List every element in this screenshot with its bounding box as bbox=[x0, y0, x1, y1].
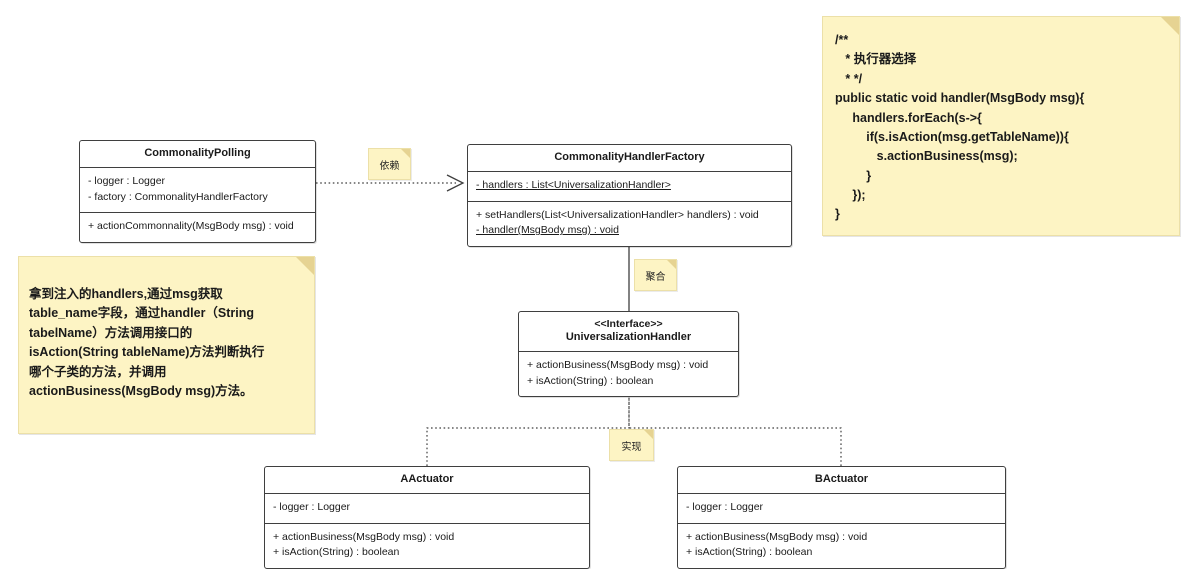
interface-name: UniversalizationHandler bbox=[565, 331, 692, 344]
class-title-commonality-polling: CommonalityPolling bbox=[80, 141, 315, 168]
interface-operations-universalization-handler: + actionBusiness(MsgBody msg) : void + i… bbox=[519, 352, 738, 397]
note-code-snippet[interactable]: /** * 执行器选择 * */ public static void hand… bbox=[822, 16, 1180, 236]
operation-static: - handler(MsgBody msg) : void bbox=[476, 224, 619, 237]
class-box-b-actuator[interactable]: BActuator - logger : Logger + actionBusi… bbox=[677, 466, 1006, 569]
note-chinese-text: 拿到注入的handlers,通过msg获取 table_name字段，通过han… bbox=[29, 287, 265, 398]
attribute-static: - handlers : List<UniversalizationHandle… bbox=[476, 178, 671, 191]
class-box-a-actuator[interactable]: AActuator - logger : Logger + actionBusi… bbox=[264, 466, 590, 569]
note-fold-icon bbox=[667, 260, 676, 269]
operation: + isAction(String) : boolean bbox=[273, 546, 400, 559]
class-attributes-commonality-handler-factory: - handlers : List<UniversalizationHandle… bbox=[468, 172, 791, 201]
note-fold-icon bbox=[296, 257, 314, 275]
class-operations-a-actuator: + actionBusiness(MsgBody msg) : void + i… bbox=[265, 522, 589, 569]
realization-connector-b bbox=[628, 392, 842, 466]
operation: + actionBusiness(MsgBody msg) : void bbox=[686, 530, 868, 543]
edge-label-realization-text: 实现 bbox=[621, 441, 642, 453]
operation: + actionBusiness(MsgBody msg) : void bbox=[273, 530, 455, 543]
operation: + isAction(String) : boolean bbox=[527, 374, 654, 387]
note-fold-icon bbox=[401, 149, 410, 158]
operation: + isAction(String) : boolean bbox=[686, 546, 813, 559]
class-attributes-b-actuator: - logger : Logger bbox=[678, 494, 1005, 523]
attribute: - factory : CommonalityHandlerFactory bbox=[88, 190, 268, 203]
note-chinese-explanation[interactable]: 拿到注入的handlers,通过msg获取 table_name字段，通过han… bbox=[18, 256, 315, 434]
edge-label-aggregation-text: 聚合 bbox=[645, 271, 666, 283]
interface-title-universalization-handler: <<Interface>> UniversalizationHandler bbox=[519, 312, 738, 352]
attribute: - logger : Logger bbox=[88, 174, 166, 187]
stereotype-label: <<Interface>> bbox=[594, 318, 663, 330]
class-box-commonality-polling[interactable]: CommonalityPolling - logger : Logger - f… bbox=[79, 140, 316, 243]
note-code-text: /** * 执行器选择 * */ public static void hand… bbox=[835, 33, 1085, 222]
operation: + actionCommonnality(MsgBody msg) : void bbox=[88, 220, 294, 233]
class-operations-commonality-polling: + actionCommonnality(MsgBody msg) : void bbox=[80, 212, 315, 242]
class-title-b-actuator: BActuator bbox=[678, 467, 1005, 494]
edge-label-dependency[interactable]: 依赖 bbox=[368, 148, 411, 180]
class-operations-b-actuator: + actionBusiness(MsgBody msg) : void + i… bbox=[678, 522, 1005, 569]
note-fold-icon bbox=[1161, 17, 1179, 35]
class-box-commonality-handler-factory[interactable]: CommonalityHandlerFactory - handlers : L… bbox=[467, 144, 792, 247]
edge-label-aggregation[interactable]: 聚合 bbox=[634, 259, 677, 291]
class-box-universalization-handler[interactable]: <<Interface>> UniversalizationHandler + … bbox=[518, 311, 739, 398]
attribute: - logger : Logger bbox=[273, 500, 351, 513]
class-attributes-a-actuator: - logger : Logger bbox=[265, 494, 589, 523]
class-attributes-commonality-polling: - logger : Logger - factory : Commonalit… bbox=[80, 168, 315, 213]
class-title-a-actuator: AActuator bbox=[265, 467, 589, 494]
operation: + actionBusiness(MsgBody msg) : void bbox=[527, 358, 709, 371]
class-operations-commonality-handler-factory: + setHandlers(List<UniversalizationHandl… bbox=[468, 200, 791, 247]
operation: + setHandlers(List<UniversalizationHandl… bbox=[476, 208, 759, 221]
note-fold-icon bbox=[644, 430, 653, 439]
realization-connector-a bbox=[426, 392, 630, 466]
class-title-commonality-handler-factory: CommonalityHandlerFactory bbox=[468, 145, 791, 172]
edge-label-realization[interactable]: 实现 bbox=[609, 429, 654, 461]
edge-label-dependency-text: 依赖 bbox=[379, 160, 400, 172]
attribute: - logger : Logger bbox=[686, 500, 764, 513]
